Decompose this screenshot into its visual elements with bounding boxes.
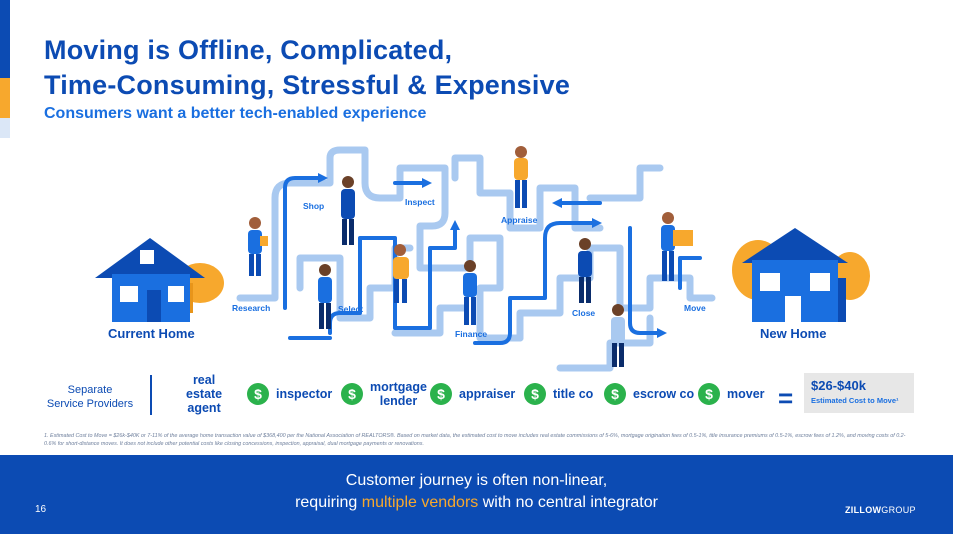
slide-subtitle: Consumers want a better tech-enabled exp… <box>44 105 427 122</box>
current-home-icon <box>95 238 224 322</box>
footnote: 1. Estimated Cost to Move = $26k-$40K or… <box>44 433 906 447</box>
dollar-icon: $ <box>341 383 363 405</box>
dollar-icon: $ <box>430 383 452 405</box>
people-figures <box>248 146 693 367</box>
vendor-name: appraiser <box>459 387 516 401</box>
accent-bar-navy <box>0 0 10 78</box>
logo-bold-text: ZILLOW <box>845 505 882 515</box>
equals-sign: = <box>778 383 794 413</box>
service-providers-line-1: Separate <box>67 384 113 396</box>
person-close <box>578 238 592 303</box>
bottom-banner <box>0 455 953 534</box>
step-inspect: Inspect <box>405 197 435 207</box>
title-line-1: Moving is Offline, Complicated, <box>44 35 453 65</box>
vendor-name-line-1: real <box>192 373 216 387</box>
logo-thin-text: GROUP <box>881 505 916 515</box>
vendor-real-estate-agent: real estate agent <box>186 370 222 418</box>
person-appraise <box>514 146 528 208</box>
accent-bar-light <box>0 118 10 138</box>
service-providers-line-2: Service Providers <box>46 398 134 410</box>
dollar-icon: $ <box>524 383 546 405</box>
new-home-label: New Home <box>760 326 827 341</box>
current-home-label: Current Home <box>108 326 195 341</box>
step-finance: Finance <box>455 329 487 339</box>
step-move: Move <box>684 303 706 313</box>
zillow-group-logo: ZILLOWGROUP <box>845 505 916 515</box>
accent-bar-orange <box>0 78 10 118</box>
vendor-escrow-co: $ escrow co <box>604 370 694 418</box>
total-cost-box: $26-$40k Estimated Cost to Move¹ <box>804 373 914 413</box>
person-finance <box>463 260 477 325</box>
step-select: Select <box>338 304 363 314</box>
total-cost-note: Estimated Cost to Move¹ <box>811 396 899 405</box>
step-appraise: Appraise <box>501 215 538 225</box>
vendor-name: real estate agent <box>186 373 222 415</box>
vendor-name: mortgage lender <box>370 380 427 408</box>
person-research <box>248 217 268 276</box>
banner-line-1: Customer journey is often non-linear, <box>345 472 608 489</box>
page-number: 16 <box>35 504 47 515</box>
maze-arrow-paths <box>283 176 702 345</box>
vendor-name: title co <box>553 387 594 401</box>
maze-light-paths <box>236 146 716 372</box>
banner-message: Customer journey is often non-linear, re… <box>0 470 953 514</box>
vendor-title-co: $ title co <box>524 370 593 418</box>
journey-maze-illustration: Research Shop Select Inspect Finance App… <box>0 138 953 378</box>
vendor-inspector: $ inspector <box>247 370 332 418</box>
banner-line-2-pre: requiring <box>295 494 362 511</box>
person-select <box>318 264 332 329</box>
person-move <box>661 212 693 281</box>
vendor-name-line-2: lender <box>379 394 418 408</box>
banner-highlight: multiple vendors <box>361 494 479 511</box>
banner-line-2-post: with no central integrator <box>478 494 658 511</box>
vendor-mortgage-lender: $ mortgage lender <box>341 370 427 418</box>
vendor-name-line-2: estate <box>186 387 223 401</box>
vendor-mover: $ mover <box>698 370 765 418</box>
total-cost-amount: $26-$40k <box>811 378 866 393</box>
vendor-name-line-3: agent <box>187 401 221 415</box>
service-providers-divider <box>150 375 152 415</box>
step-shop: Shop <box>303 201 324 211</box>
slide-title: Moving is Offline, Complicated, Time-Con… <box>44 33 570 103</box>
vendor-appraiser: $ appraiser <box>430 370 515 418</box>
vendor-name-line-1: mortgage <box>370 380 427 394</box>
dollar-icon: $ <box>698 383 720 405</box>
person-client <box>611 304 625 367</box>
vendor-name: inspector <box>276 387 333 401</box>
dollar-icon: $ <box>604 383 626 405</box>
vendor-name: escrow co <box>633 387 695 401</box>
step-close: Close <box>572 308 595 318</box>
person-inspect <box>393 244 409 303</box>
arrow-heads <box>318 173 667 338</box>
service-providers-label: Separate Service Providers <box>40 383 140 411</box>
vendor-name: mover <box>727 387 765 401</box>
step-research: Research <box>232 303 270 313</box>
new-home-icon <box>732 228 870 322</box>
dollar-icon: $ <box>247 383 269 405</box>
person-shop <box>341 176 355 245</box>
title-line-2: Time-Consuming, Stressful & Expensive <box>44 70 571 100</box>
